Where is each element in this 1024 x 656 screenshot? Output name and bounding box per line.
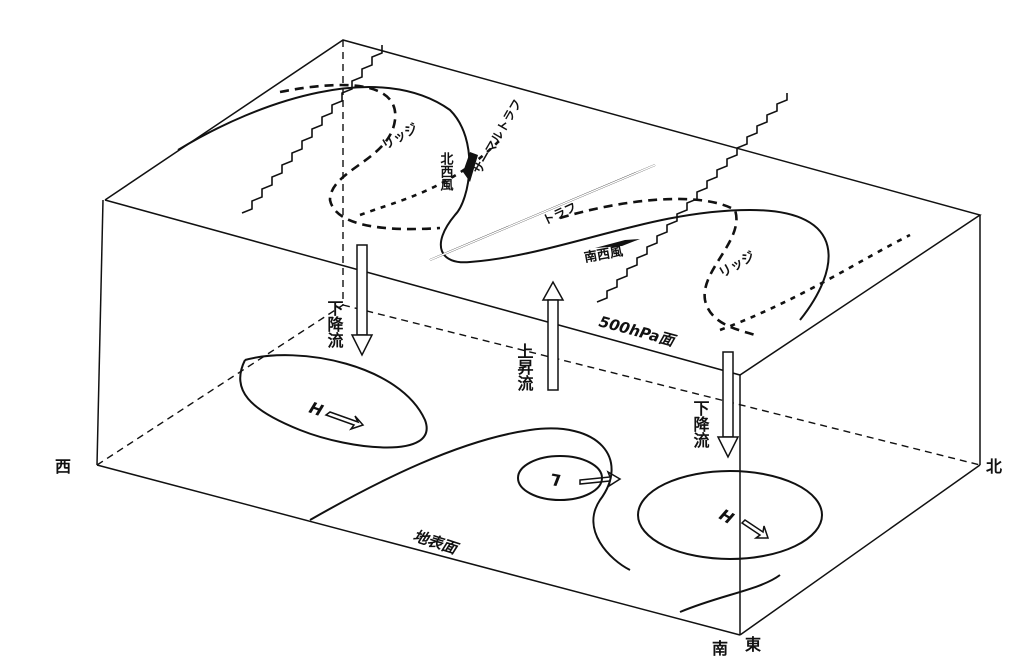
high-pressure-left: H xyxy=(307,398,327,421)
thermal-trough-line-right xyxy=(719,233,911,332)
ridge-outline-left xyxy=(279,83,441,231)
southwest-wind-label: 南西風 xyxy=(583,243,624,266)
isobar-front xyxy=(309,427,631,571)
downdraft-arrow-right xyxy=(716,351,740,459)
isobar-high-right xyxy=(637,470,823,560)
ridge-zigzag-left xyxy=(241,45,383,214)
downdraft-arrow-left xyxy=(350,244,374,357)
ridge-outline-right xyxy=(559,197,756,337)
high-pressure-right: H xyxy=(716,505,738,528)
low-movement-arrow xyxy=(579,470,622,488)
direction-west: 西 xyxy=(55,457,71,476)
updraft-arrow xyxy=(541,280,565,391)
thermal-trough-label: サーマルトラフ xyxy=(470,97,524,177)
upper-surface-label: 500hPa面 xyxy=(597,312,679,350)
ground-surface-label: 地表面 xyxy=(411,527,462,559)
downdraft-label-left: 下降流 xyxy=(325,300,344,349)
northwest-wind-arrow xyxy=(463,152,478,182)
thermal-trough-line xyxy=(359,139,501,217)
northwest-wind-label: 北西風 xyxy=(438,152,454,192)
direction-south: 南 xyxy=(712,639,728,656)
downdraft-label-right: 下降流 xyxy=(691,400,710,449)
jet-stream-line xyxy=(177,86,830,321)
direction-north: 北 xyxy=(986,457,1002,476)
southwest-wind-arrow xyxy=(595,239,640,248)
high-right-movement-arrow xyxy=(740,519,770,539)
box-frame xyxy=(96,39,982,636)
direction-east: 東 xyxy=(745,635,761,654)
ridge-zigzag-right xyxy=(596,93,788,303)
low-pressure: L xyxy=(548,469,561,489)
updraft-label: 上昇流 xyxy=(515,343,534,392)
high-left-movement-arrow xyxy=(324,411,365,431)
isobar-corner xyxy=(679,574,781,613)
trough-label: トラフ xyxy=(540,200,579,228)
isobar-high-left xyxy=(239,354,428,449)
ridge-label-left: リッジ xyxy=(380,121,421,153)
